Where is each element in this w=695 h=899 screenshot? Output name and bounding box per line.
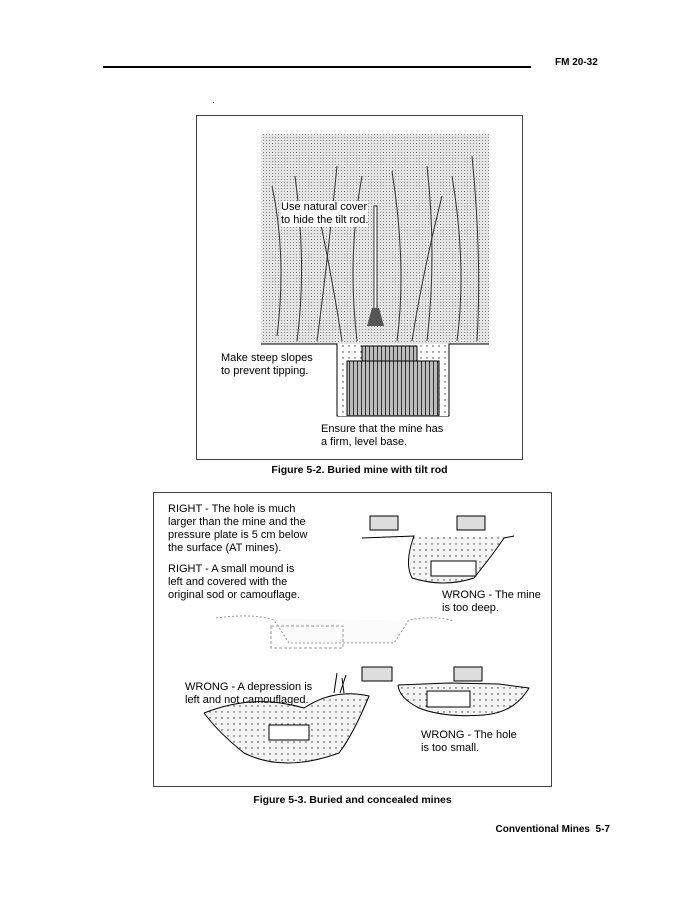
mine-body xyxy=(346,360,440,417)
stray-mark: . xyxy=(212,95,215,106)
figure-5-2-caption: Figure 5-2. Buried mine with tilt rod xyxy=(271,464,448,476)
figure-5-3-caption: Figure 5-3. Buried and concealed mines xyxy=(253,794,452,806)
buried-mine-tilt-rod-illustration xyxy=(261,134,489,417)
buried-concealed-mines-illustration xyxy=(203,515,530,764)
tilt-rod xyxy=(373,205,378,312)
header-rule xyxy=(103,66,531,68)
page-footer: Conventional Mines 5-7 xyxy=(495,824,610,835)
document-id: FM 20-32 xyxy=(555,57,598,68)
